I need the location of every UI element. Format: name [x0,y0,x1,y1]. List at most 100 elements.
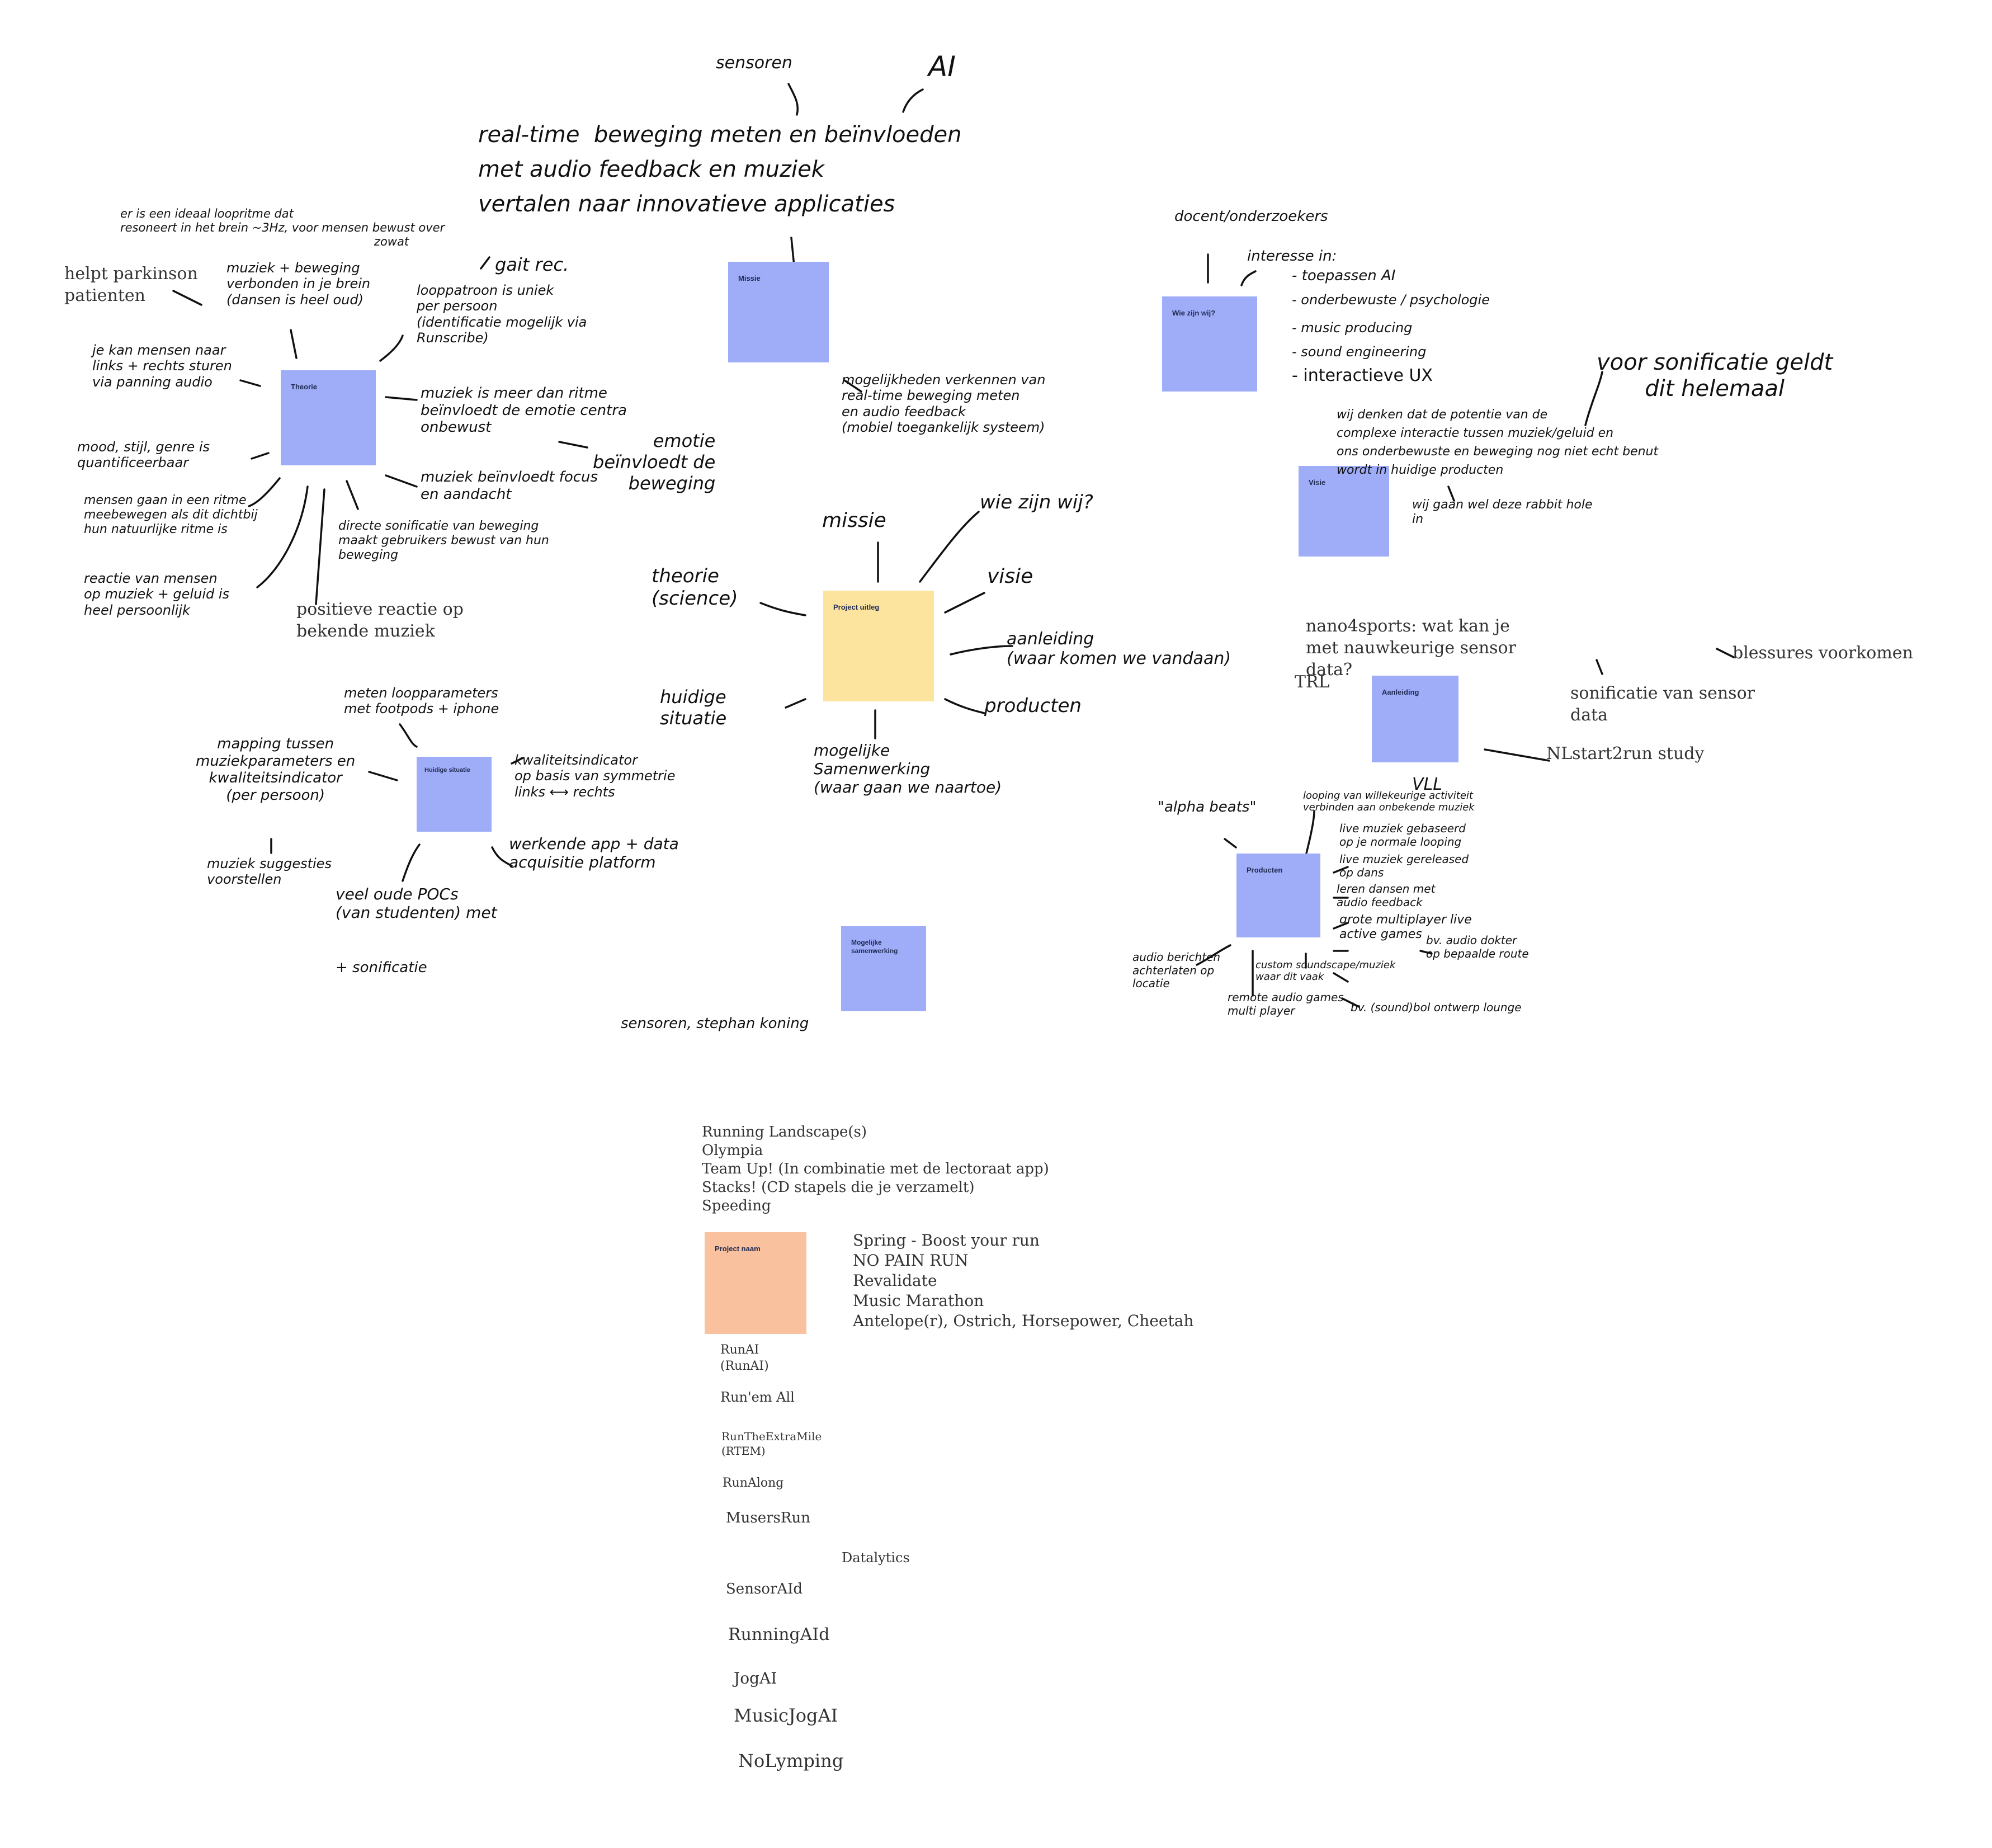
note-aanleiding[interactable]: Aanleiding [1372,676,1458,762]
huidige-sonificatie: + sonificatie [336,959,427,976]
producten-item-1: looping van willekeurige activiteit verb… [1303,790,1475,814]
naam-option-1: Running Landscape(s) [702,1124,867,1140]
naam-musicjogai: MusicJogAI [734,1705,838,1726]
huidige-suggesties: muziek suggesties voorstellen [207,856,332,888]
note-label: Mogelijke samenwerking [851,939,898,955]
producten-remote-games: remote audio games multi player [1228,991,1344,1017]
note-label: Visie [1309,478,1326,487]
label-visie: visie [987,565,1033,588]
naam-option-spring: Spring - Boost your run [853,1231,1040,1250]
producten-bv: bv. (sound)bol ontwerp lounge [1351,1001,1522,1014]
producten-item-2: live muziek gebaseerd op je normale loop… [1339,822,1466,848]
theorie-looppatroon: looppatroon is uniek per persoon (identi… [417,282,587,346]
naam-musersrun: MusersRun [726,1510,810,1526]
note-mogelijke-samenwerking[interactable]: Mogelijke samenwerking [841,926,926,1011]
aanleiding-sonificatie: sonificatie van sensor data [1570,683,1755,725]
theorie-parkinson: helpt parkinson patienten [64,264,198,305]
wie-interesse: interesse in: [1247,248,1337,265]
note-huidige-situatie[interactable]: Huidige situatie [417,757,492,832]
label-huidige-situatie: huidige situatie [660,686,727,729]
note-label: Theorie [291,383,317,391]
wie-item-1: - toepassen AI [1292,267,1396,284]
producten-item-5: grote multiplayer live active games [1339,913,1472,941]
note-visie[interactable]: Visie [1299,466,1389,557]
huidige-mapping: mapping tussen muziekparameters en kwali… [196,736,356,804]
theorie-muziek-beweging: muziek + beweging verbonden in je brein … [226,260,371,308]
producten-item-3: live muziek gereleased op dans [1339,852,1469,879]
label-missie: missie [822,509,886,532]
huidige-pocs: veel oude POCs (van studenten) met [336,885,497,922]
missie-sensoren: sensoren [716,53,792,73]
note-project-naam[interactable]: Project naam [705,1232,806,1334]
theorie-positief: positieve reactie op bekende muziek [296,600,464,641]
note-theorie[interactable]: Theorie [281,370,376,465]
naam-runem: Run'em All [720,1389,795,1405]
naam-datalytics: Datalytics [842,1550,910,1566]
naam-option-3: Team Up! (In combinatie met de lectoraat… [702,1161,1049,1177]
samenwerking-sensoren: sensoren, stephan koning [621,1015,809,1032]
theorie-links-rechts: je kan mensen naar links + rechts sturen… [92,342,232,390]
note-label: Missie [738,274,761,282]
theorie-focus: muziek beïnvloedt focus en aandacht [421,469,598,503]
note-label: Huidige situatie [424,767,470,774]
theorie-gait: gait rec. [495,254,569,275]
producten-soundscape: custom soundscape/muziek waar dit vaak [1255,959,1396,983]
producten-audio-berichten: audio berichten achterlaten op locatie [1132,950,1221,991]
theorie-meer-dan-ritme: muziek is meer dan ritme beïnvloedt de e… [421,385,627,436]
note-label: Aanleiding [1382,688,1419,696]
note-label: Wie zijn wij? [1172,309,1216,317]
naam-option-5: Speeding [702,1198,771,1214]
naam-option-revalidate: Revalidate [853,1271,937,1290]
producten-item-4: leren dansen met audio feedback [1337,882,1436,909]
missie-ai: AI [928,50,956,83]
visie-rabbit-hole: wij gaan wel deze rabbit hole in [1412,498,1593,526]
visie-sonificatie: voor sonificatie geldt dit helemaal [1597,350,1833,402]
naam-sensoraid: SensorAId [726,1581,803,1597]
huidige-indicator: kwaliteitsindicator op basis van symmetr… [514,752,676,800]
theorie-loopritme: er is een ideaal loopritme dat resoneert… [120,207,445,248]
naam-runai: RunAI (RunAI) [720,1343,769,1373]
label-producten: producten [984,695,1082,717]
note-label: Project naam [715,1244,761,1253]
label-theorie: theorie (science) [652,565,738,610]
missie-statement: real-time beweging meten en beïnvloeden … [478,122,962,217]
aanleiding-trl: TRL [1295,672,1330,692]
naam-option-animals: Antelope(r), Ostrich, Horsepower, Cheeta… [853,1312,1194,1330]
aanleiding-blessures: blessures voorkomen [1733,643,1913,663]
label-mogelijke-samenwerking: mogelijke Samenwerking (waar gaan we naa… [814,741,1002,797]
theorie-sonificatie: directe sonificatie van beweging maakt g… [338,519,549,562]
theorie-meebewegen: mensen gaan in een ritme meebewegen als … [84,493,258,536]
label-wie-zijn-wij: wie zijn wij? [980,491,1093,513]
naam-runalong: RunAlong [723,1476,784,1490]
wie-item-4: - sound engineering [1292,344,1427,360]
naam-option-4: Stacks! (CD stapels die je verzamelt) [702,1179,975,1196]
note-label: Producten [1247,866,1283,874]
naam-jogai: JogAI [734,1669,777,1687]
wie-item-2: - onderbewuste / psychologie [1292,292,1490,308]
note-missie[interactable]: Missie [728,262,829,362]
missie-verkennen: mogelijkheden verkennen van real-time be… [842,372,1046,435]
note-project-uitleg[interactable]: Project uitleg [823,591,934,701]
note-label: Project uitleg [833,603,880,611]
theorie-persoonlijk: reactie van mensen op muziek + geluid is… [84,571,230,618]
producten-vll: VLL [1412,775,1442,794]
naam-nolymping: NoLymping [738,1750,844,1771]
huidige-app: werkende app + data acquisitie platform [509,835,679,872]
theorie-mood: mood, stijl, genre is quantificeerbaar [77,439,210,471]
label-aanleiding: aanleiding (waar komen we vandaan) [1007,629,1231,669]
note-wie-zijn-wij[interactable]: Wie zijn wij? [1162,296,1257,392]
naam-option-music-marathon: Music Marathon [853,1291,984,1310]
aanleiding-nlstart2run: NLstart2run study [1546,744,1705,763]
wie-docent: docent/onderzoekers [1174,208,1328,225]
visie-text: wij denken dat de potentie van de comple… [1337,408,1659,477]
naam-runningaid: RunningAId [728,1625,830,1644]
huidige-meten: meten loopparameters met footpods + ipho… [344,685,499,717]
note-producten[interactable]: Producten [1236,854,1320,937]
aanleiding-nano4sports: nano4sports: wat kan je met nauwkeurige … [1306,616,1516,680]
naam-rtem: RunTheExtraMile (RTEM) [721,1430,822,1458]
naam-option-no-pain-run: NO PAIN RUN [853,1251,969,1270]
wie-item-5: - interactieve UX [1292,366,1433,385]
naam-option-2: Olympia [702,1142,763,1159]
producten-alpha-beats: "alpha beats" [1158,799,1257,815]
